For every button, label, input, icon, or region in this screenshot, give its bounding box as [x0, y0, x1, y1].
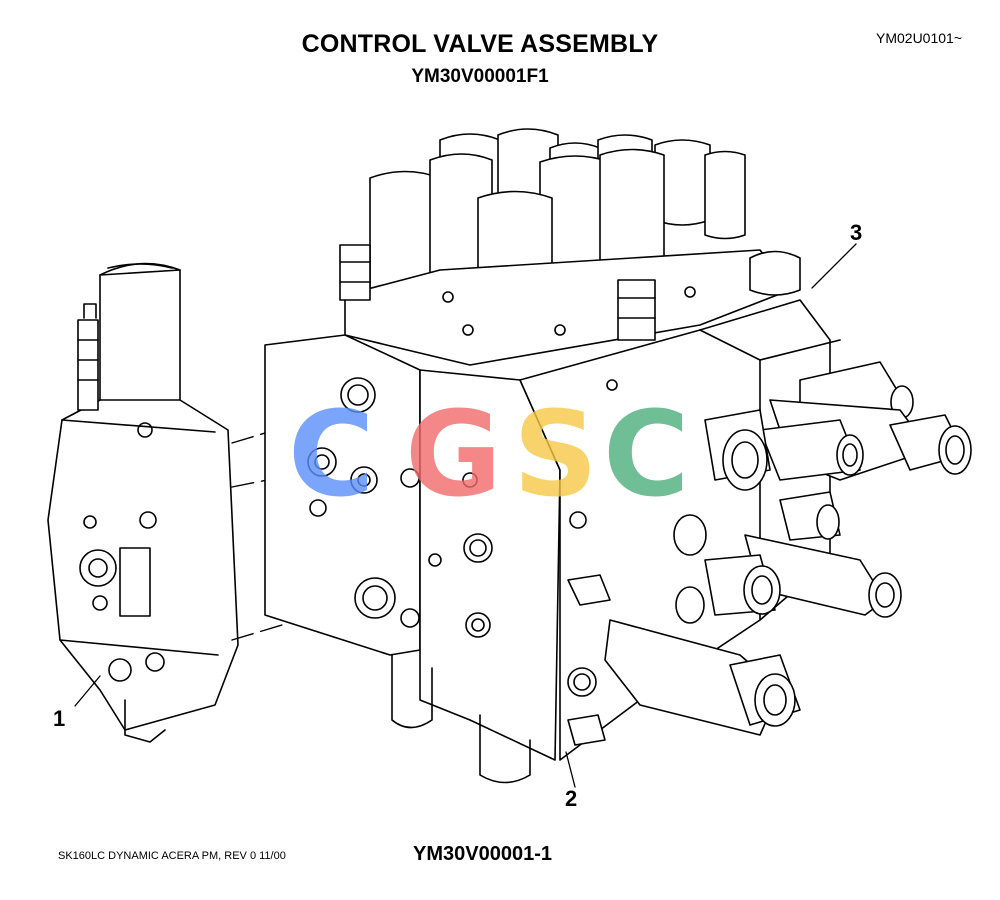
svg-text:S: S — [513, 385, 598, 523]
diagram-title: CONTROL VALVE ASSEMBLY — [301, 30, 659, 58]
diagram-subtitle: YM30V00001F1 — [411, 66, 549, 87]
callout-leaders — [74, 243, 857, 788]
cgsc-watermark-logo: C G S C — [288, 385, 690, 523]
footer-drawing-number: YM30V00001-1 — [413, 843, 552, 865]
footer-manual-info: SK160LC DYNAMIC ACERA PM, REV 0 11/00 — [58, 850, 286, 862]
callout-2: 2 — [565, 786, 578, 811]
svg-text:G: G — [405, 385, 502, 523]
callout-1: 1 — [53, 706, 66, 731]
port-fittings — [604, 361, 972, 736]
svg-text:C: C — [603, 385, 690, 523]
callout-3: 3 — [850, 220, 863, 245]
inlet-section-part-1 — [47, 262, 239, 743]
reference-code: YM02U0101~ — [876, 30, 963, 46]
svg-text:C: C — [288, 385, 375, 523]
